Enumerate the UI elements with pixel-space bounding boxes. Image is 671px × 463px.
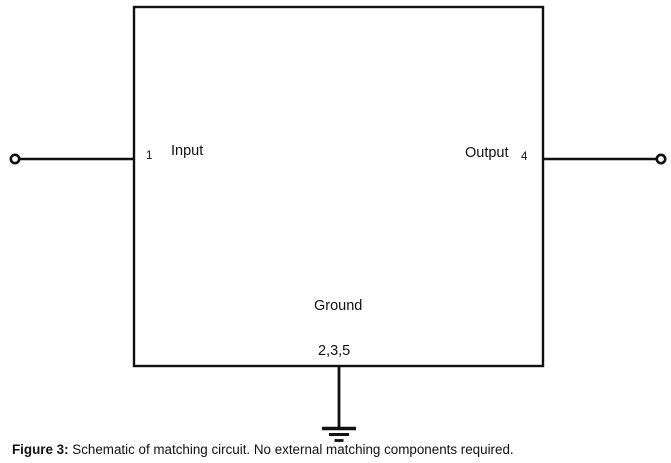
ground-symbol-icon <box>322 426 356 442</box>
input-pin-number: 1 <box>146 150 153 162</box>
schematic-drawing <box>9 5 667 442</box>
output-terminal-icon <box>655 153 667 165</box>
input-terminal-icon <box>9 153 21 165</box>
ground-pin-numbers: 2,3,5 <box>318 343 351 359</box>
output-port-label: Output <box>465 145 509 161</box>
output-pin-number: 4 <box>521 151 528 163</box>
ground-port-label: Ground <box>314 298 363 314</box>
matching-circuit-block <box>132 5 545 368</box>
figure-caption: Figure 3: Schematic of matching circuit.… <box>12 441 667 458</box>
figure-caption-label: Figure 3: <box>12 442 69 457</box>
input-port-label: Input <box>171 143 204 159</box>
figure-caption-text: Schematic of matching circuit. No extern… <box>68 442 514 457</box>
